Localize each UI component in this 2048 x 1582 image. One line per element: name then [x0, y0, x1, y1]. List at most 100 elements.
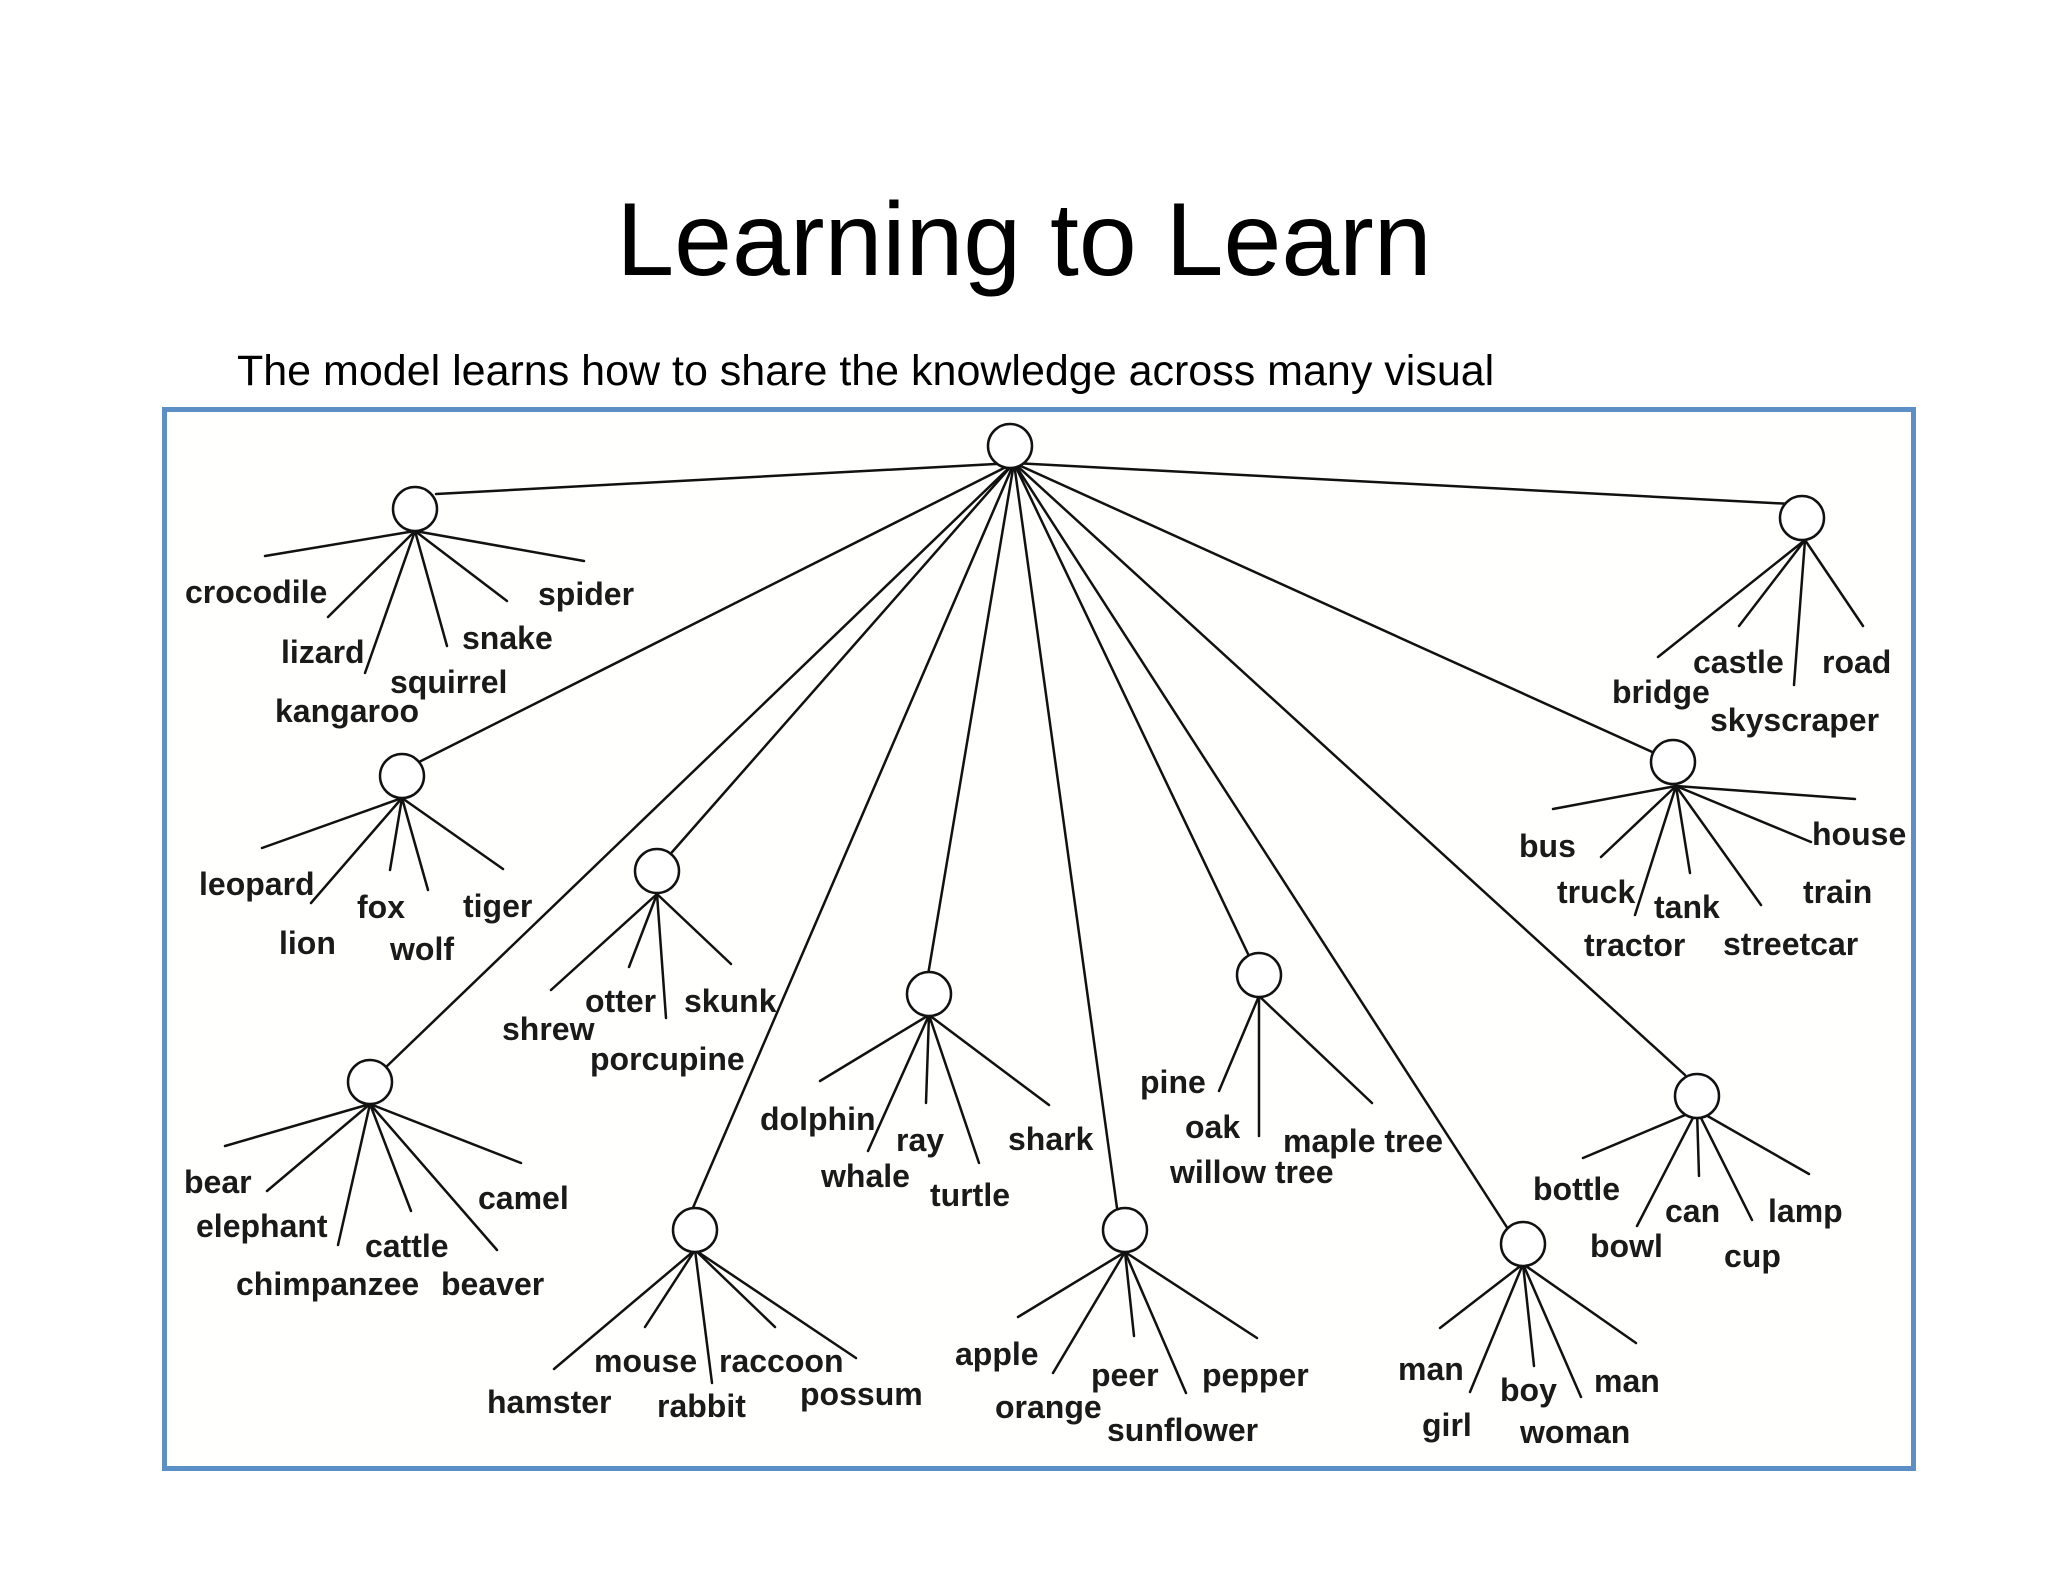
edge — [223, 1102, 372, 1148]
label-house: house — [1812, 816, 1906, 852]
edge — [263, 529, 417, 558]
label-fox: fox — [357, 889, 405, 925]
edge — [627, 892, 659, 969]
label-apple: apple — [955, 1336, 1039, 1372]
produce-node — [1101, 1206, 1149, 1254]
edge — [927, 1013, 1051, 1107]
label-possum: possum — [800, 1376, 923, 1412]
label-boy: boy — [1500, 1372, 1557, 1408]
label-sunflower: sunflower — [1107, 1412, 1258, 1448]
edge — [1012, 461, 1510, 1231]
label-peer: peer — [1091, 1357, 1159, 1393]
edge — [1635, 1108, 1699, 1228]
label-tank: tank — [1654, 889, 1720, 925]
label-orange: orange — [995, 1389, 1102, 1425]
big-cats-node — [378, 752, 426, 800]
trees-node — [1235, 951, 1283, 999]
label-whale: whale — [820, 1158, 910, 1194]
edge — [818, 1013, 931, 1083]
edge — [383, 461, 1016, 1070]
label-bowl: bowl — [1590, 1228, 1663, 1264]
edge — [1012, 461, 1794, 506]
label-leopard: leopard — [199, 866, 315, 902]
rodents-node — [671, 1206, 719, 1254]
edge — [1012, 461, 1251, 958]
edge — [1217, 994, 1261, 1093]
label-lamp: lamp — [1768, 1193, 1843, 1229]
edge — [1695, 1108, 1701, 1178]
label-man: man — [1398, 1351, 1464, 1387]
edge — [1051, 1250, 1127, 1375]
label-lion: lion — [279, 925, 336, 961]
label-squirrel: squirrel — [390, 664, 507, 700]
root-node — [986, 422, 1034, 470]
edge — [655, 892, 733, 966]
edge — [1438, 1262, 1525, 1330]
edge — [690, 461, 1016, 1212]
edge — [924, 1013, 931, 1105]
edge — [1737, 538, 1807, 628]
edge — [400, 796, 430, 892]
edge — [326, 529, 417, 619]
vehicles-node — [1649, 738, 1697, 786]
edge — [309, 796, 404, 905]
edge — [1674, 784, 1857, 801]
label-castle: castle — [1693, 644, 1784, 680]
aquatic-node — [905, 970, 953, 1018]
edge — [1695, 1108, 1754, 1222]
slide-title: Learning to Learn — [616, 182, 1432, 298]
edge — [1012, 461, 1119, 1210]
label-crocodile: crocodile — [185, 574, 327, 610]
label-kangaroo: kangaroo — [275, 693, 419, 729]
edge — [1803, 538, 1865, 628]
label-camel: camel — [478, 1180, 569, 1216]
label-tiger: tiger — [463, 888, 532, 924]
label-man: man — [1594, 1363, 1660, 1399]
label-tractor: tractor — [1584, 927, 1685, 963]
edge — [1695, 1108, 1811, 1176]
edge — [1521, 1262, 1583, 1399]
label-wolf: wolf — [389, 931, 454, 967]
label-shrew: shrew — [502, 1011, 595, 1047]
small-mammals-node — [633, 847, 681, 895]
edge — [265, 1102, 372, 1193]
diagram-frame — [162, 407, 1916, 1471]
edge — [400, 796, 505, 871]
edge — [549, 892, 659, 992]
label-dolphin: dolphin — [760, 1101, 876, 1137]
edge — [643, 1248, 697, 1329]
edge — [1016, 1250, 1127, 1319]
edge — [664, 461, 1016, 861]
label-oak: oak — [1185, 1109, 1240, 1145]
edge — [866, 1013, 931, 1153]
label-hamster: hamster — [487, 1384, 612, 1420]
label-streetcar: streetcar — [1723, 926, 1858, 962]
label-pine: pine — [1140, 1064, 1206, 1100]
edge — [1123, 1250, 1259, 1340]
label-snake: snake — [462, 620, 553, 656]
edge — [1792, 538, 1807, 687]
edge — [1674, 784, 1813, 844]
label-rabbit: rabbit — [657, 1388, 746, 1424]
label-bottle: bottle — [1533, 1171, 1620, 1207]
label-porcupine: porcupine — [590, 1041, 745, 1077]
label-skyscraper: skyscraper — [1710, 702, 1879, 738]
large-mammals-node — [346, 1058, 394, 1106]
edge — [415, 461, 1016, 765]
label-shark: shark — [1008, 1121, 1094, 1157]
label-elephant: elephant — [196, 1208, 328, 1244]
edge — [1012, 461, 1663, 758]
edge — [693, 1248, 714, 1385]
edge — [552, 1248, 697, 1371]
slide-subtitle: The model learns how to share the knowle… — [237, 347, 1495, 395]
label-turtle: turtle — [930, 1177, 1010, 1213]
edge — [413, 529, 449, 648]
label-bear: bear — [184, 1164, 252, 1200]
edge — [1123, 1250, 1188, 1395]
label-spider: spider — [538, 576, 634, 612]
edge — [434, 461, 1016, 496]
edge — [1599, 784, 1678, 859]
edge — [1012, 461, 1687, 1077]
edge — [363, 529, 417, 675]
label-skunk: skunk — [684, 983, 777, 1019]
